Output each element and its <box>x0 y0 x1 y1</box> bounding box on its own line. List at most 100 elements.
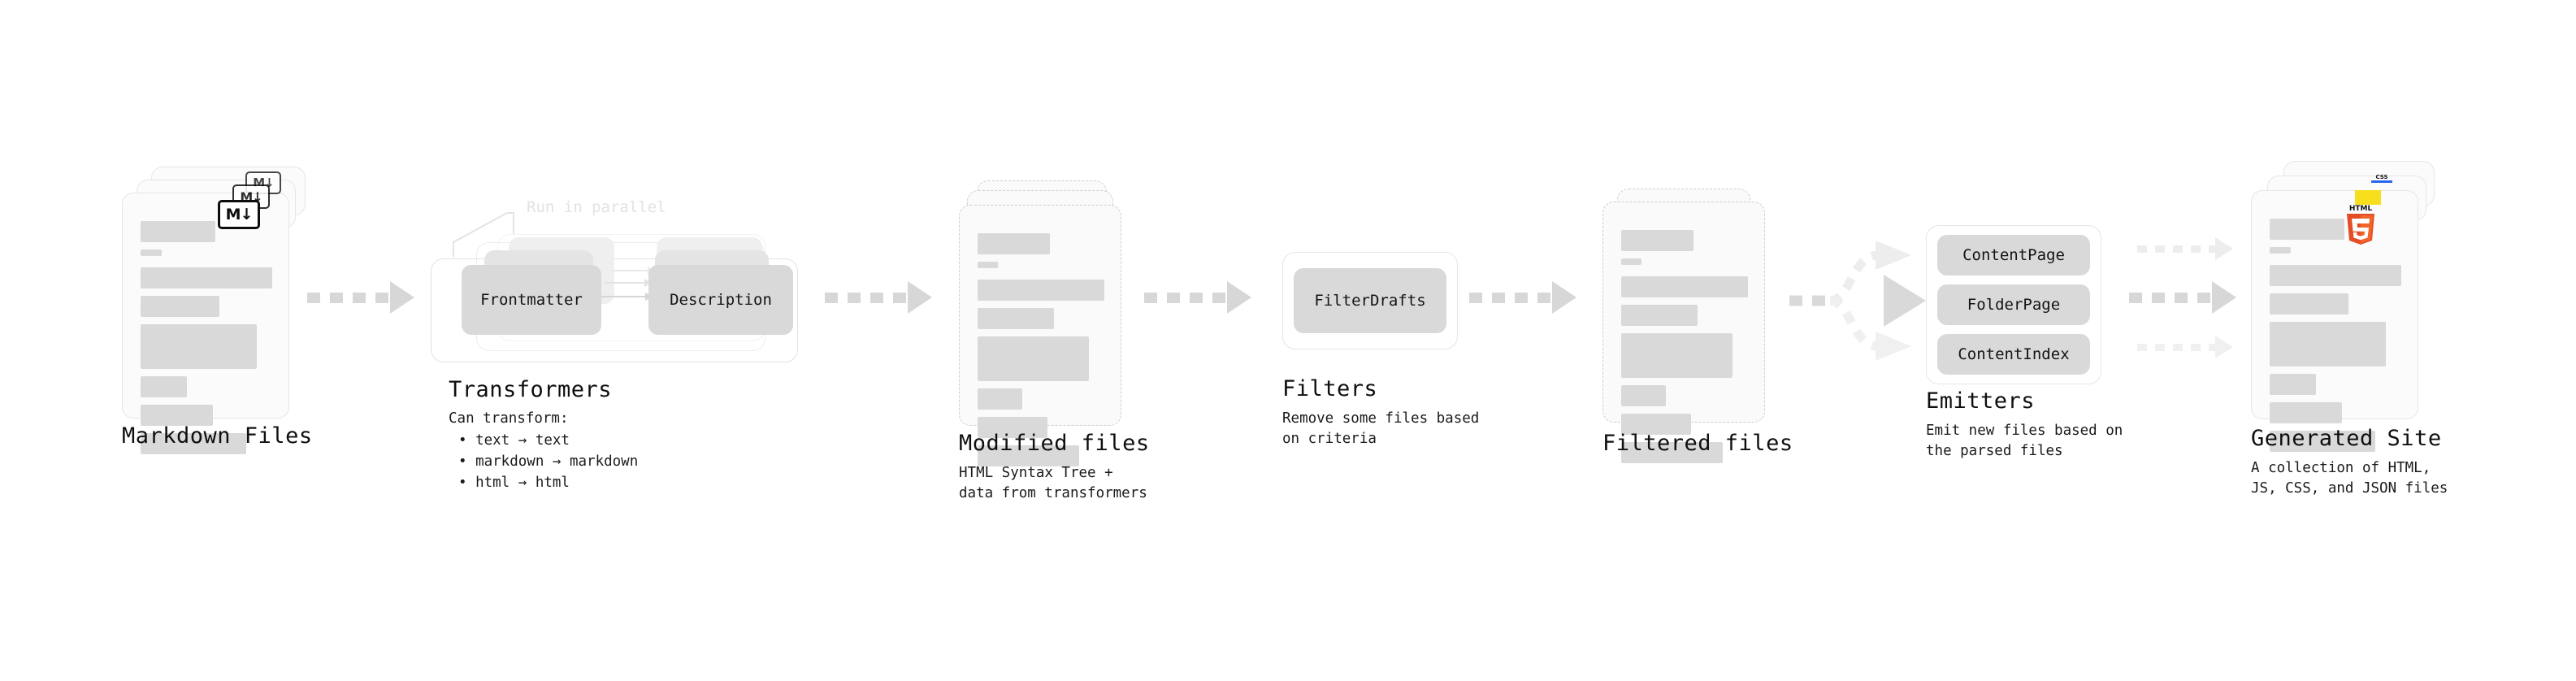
transformers-box-front <box>431 258 798 362</box>
placeholder-line <box>141 324 257 369</box>
placeholder-line <box>141 267 272 288</box>
emitter-chip-contentindex[interactable]: ContentIndex <box>1937 334 2090 375</box>
site-placeholder-lines <box>2270 219 2401 459</box>
connector-markdown-to-transformers <box>307 281 414 314</box>
run-in-parallel-brace <box>453 212 514 257</box>
arrow-head-icon <box>2212 281 2236 314</box>
modified-sheet-front <box>959 205 1121 466</box>
filtered-files-card-stack <box>1602 189 1789 463</box>
placeholder-line <box>141 249 162 256</box>
placeholder-line <box>1621 442 1723 463</box>
emitters-box <box>1926 225 2101 384</box>
placeholder-line <box>978 388 1022 410</box>
emitter-chip-contentpage[interactable]: ContentPage <box>1937 235 2090 275</box>
connector-dashes <box>2137 343 2215 351</box>
connector-filtered-to-emitters-fan <box>1789 241 1926 361</box>
filters-group: FilterDrafts <box>1282 252 1458 349</box>
arrow-head-icon <box>390 281 414 314</box>
modified-placeholder-lines <box>978 233 1104 474</box>
arrow-head-icon <box>2215 336 2233 358</box>
modified-files-subtitle: HTML Syntax Tree + data from transformer… <box>959 465 1147 501</box>
placeholder-line <box>2270 247 2291 254</box>
transformers-group: Run in parallel Frontmatter Description … <box>431 195 821 394</box>
emitter-chip-folderpage[interactable]: FolderPage <box>1937 284 2090 325</box>
connector-dashes <box>2137 245 2215 253</box>
svg-text:HTML: HTML <box>2349 205 2373 213</box>
html5-icon: HTML <box>2347 205 2374 245</box>
placeholder-line <box>1621 305 1698 326</box>
transformers-title: Transformers <box>449 377 613 402</box>
run-in-parallel-label: Run in parallel <box>527 198 666 216</box>
markdown-sheet-front <box>122 193 289 454</box>
placeholder-line <box>1621 414 1691 435</box>
transformers-bullet-2: • markdown → markdown <box>458 453 639 470</box>
arrow-head-icon <box>1876 241 1911 270</box>
placeholder-line <box>1621 333 1733 378</box>
filters-subtitle: Remove some files based on criteria <box>1282 410 1480 447</box>
arrow-head-icon <box>908 281 932 314</box>
connector-emitters-to-site-mid <box>2129 281 2236 314</box>
transformer-chip-description[interactable]: Description <box>648 265 793 335</box>
filters-title: Filters <box>1282 376 1378 401</box>
emitters-title: Emitters <box>1926 388 2036 414</box>
transformer-chip-frontmatter[interactable]: Frontmatter <box>462 265 601 335</box>
placeholder-line <box>1621 385 1666 406</box>
placeholder-line <box>2270 431 2375 452</box>
placeholder-line <box>2270 265 2401 286</box>
markdown-files-title: Markdown Files <box>122 423 313 449</box>
connector-dashes <box>307 292 390 303</box>
placeholder-line <box>141 405 214 426</box>
placeholder-line <box>2270 322 2386 367</box>
placeholder-line <box>978 417 1047 438</box>
placeholder-line <box>1621 258 1641 265</box>
placeholder-line <box>2270 293 2349 314</box>
markdown-placeholder-lines <box>141 221 272 462</box>
placeholder-line <box>978 262 998 268</box>
placeholder-line <box>1621 230 1693 251</box>
transformers-subtitle: Can transform: <box>449 410 569 427</box>
placeholder-line <box>2270 402 2343 423</box>
emitters-subtitle: Emit new files based on the parsed files <box>1926 423 2123 459</box>
css3-icon: CSS <box>2371 174 2392 183</box>
placeholder-line <box>141 296 220 317</box>
connector-filters-to-filtered <box>1469 281 1576 314</box>
filter-chip-filterdrafts[interactable]: FilterDrafts <box>1294 268 1446 333</box>
markdown-badge-icon: M↓ <box>218 200 260 229</box>
site-sheet-front <box>2251 190 2418 452</box>
arrow-head-icon <box>1876 332 1911 361</box>
generated-site-card-stack: CSS HTML <box>2251 161 2446 452</box>
connector-modified-to-filters <box>1144 281 1251 314</box>
placeholder-line <box>141 221 216 242</box>
placeholder-line <box>978 445 1079 466</box>
modified-files-title: Modified files <box>959 431 1150 456</box>
filtered-sheet-front <box>1602 202 1765 463</box>
modified-files-card-stack <box>959 180 1146 466</box>
connector-dashes <box>2129 292 2212 303</box>
placeholder-line <box>2270 219 2345 240</box>
connector-dashes <box>1469 292 1552 303</box>
connector-emitters-to-site-bottom <box>2137 336 2233 358</box>
transformers-bullet-1: • text → text <box>458 432 570 449</box>
transformer-arrow-front <box>598 293 653 301</box>
filtered-placeholder-lines <box>1621 230 1748 471</box>
emitters-group: ContentPage FolderPage ContentIndex <box>1926 225 2101 384</box>
transformers-bullet-3: • html → html <box>458 475 570 491</box>
markdown-files-card-stack: M↓ M↓ M↓ <box>122 167 309 454</box>
placeholder-line <box>1621 276 1748 297</box>
transformer-arrow-mid <box>605 279 651 287</box>
placeholder-line <box>141 376 187 397</box>
arrow-head-icon <box>1884 275 1926 327</box>
placeholder-line <box>978 233 1050 254</box>
generated-site-title: Generated Site <box>2251 426 2442 451</box>
connector-dashes <box>1144 292 1227 303</box>
arrow-head-icon <box>2215 237 2233 260</box>
connector-dashes <box>825 292 908 303</box>
arrow-head-icon <box>1552 281 1576 314</box>
filtered-files-title: Filtered files <box>1602 431 1793 456</box>
connector-transformers-to-modified <box>825 281 932 314</box>
transformer-arrow-back <box>611 267 654 275</box>
filters-box <box>1282 252 1458 349</box>
generated-site-subtitle: A collection of HTML, JS, CSS, and JSON … <box>2251 460 2448 497</box>
placeholder-line <box>141 433 246 454</box>
